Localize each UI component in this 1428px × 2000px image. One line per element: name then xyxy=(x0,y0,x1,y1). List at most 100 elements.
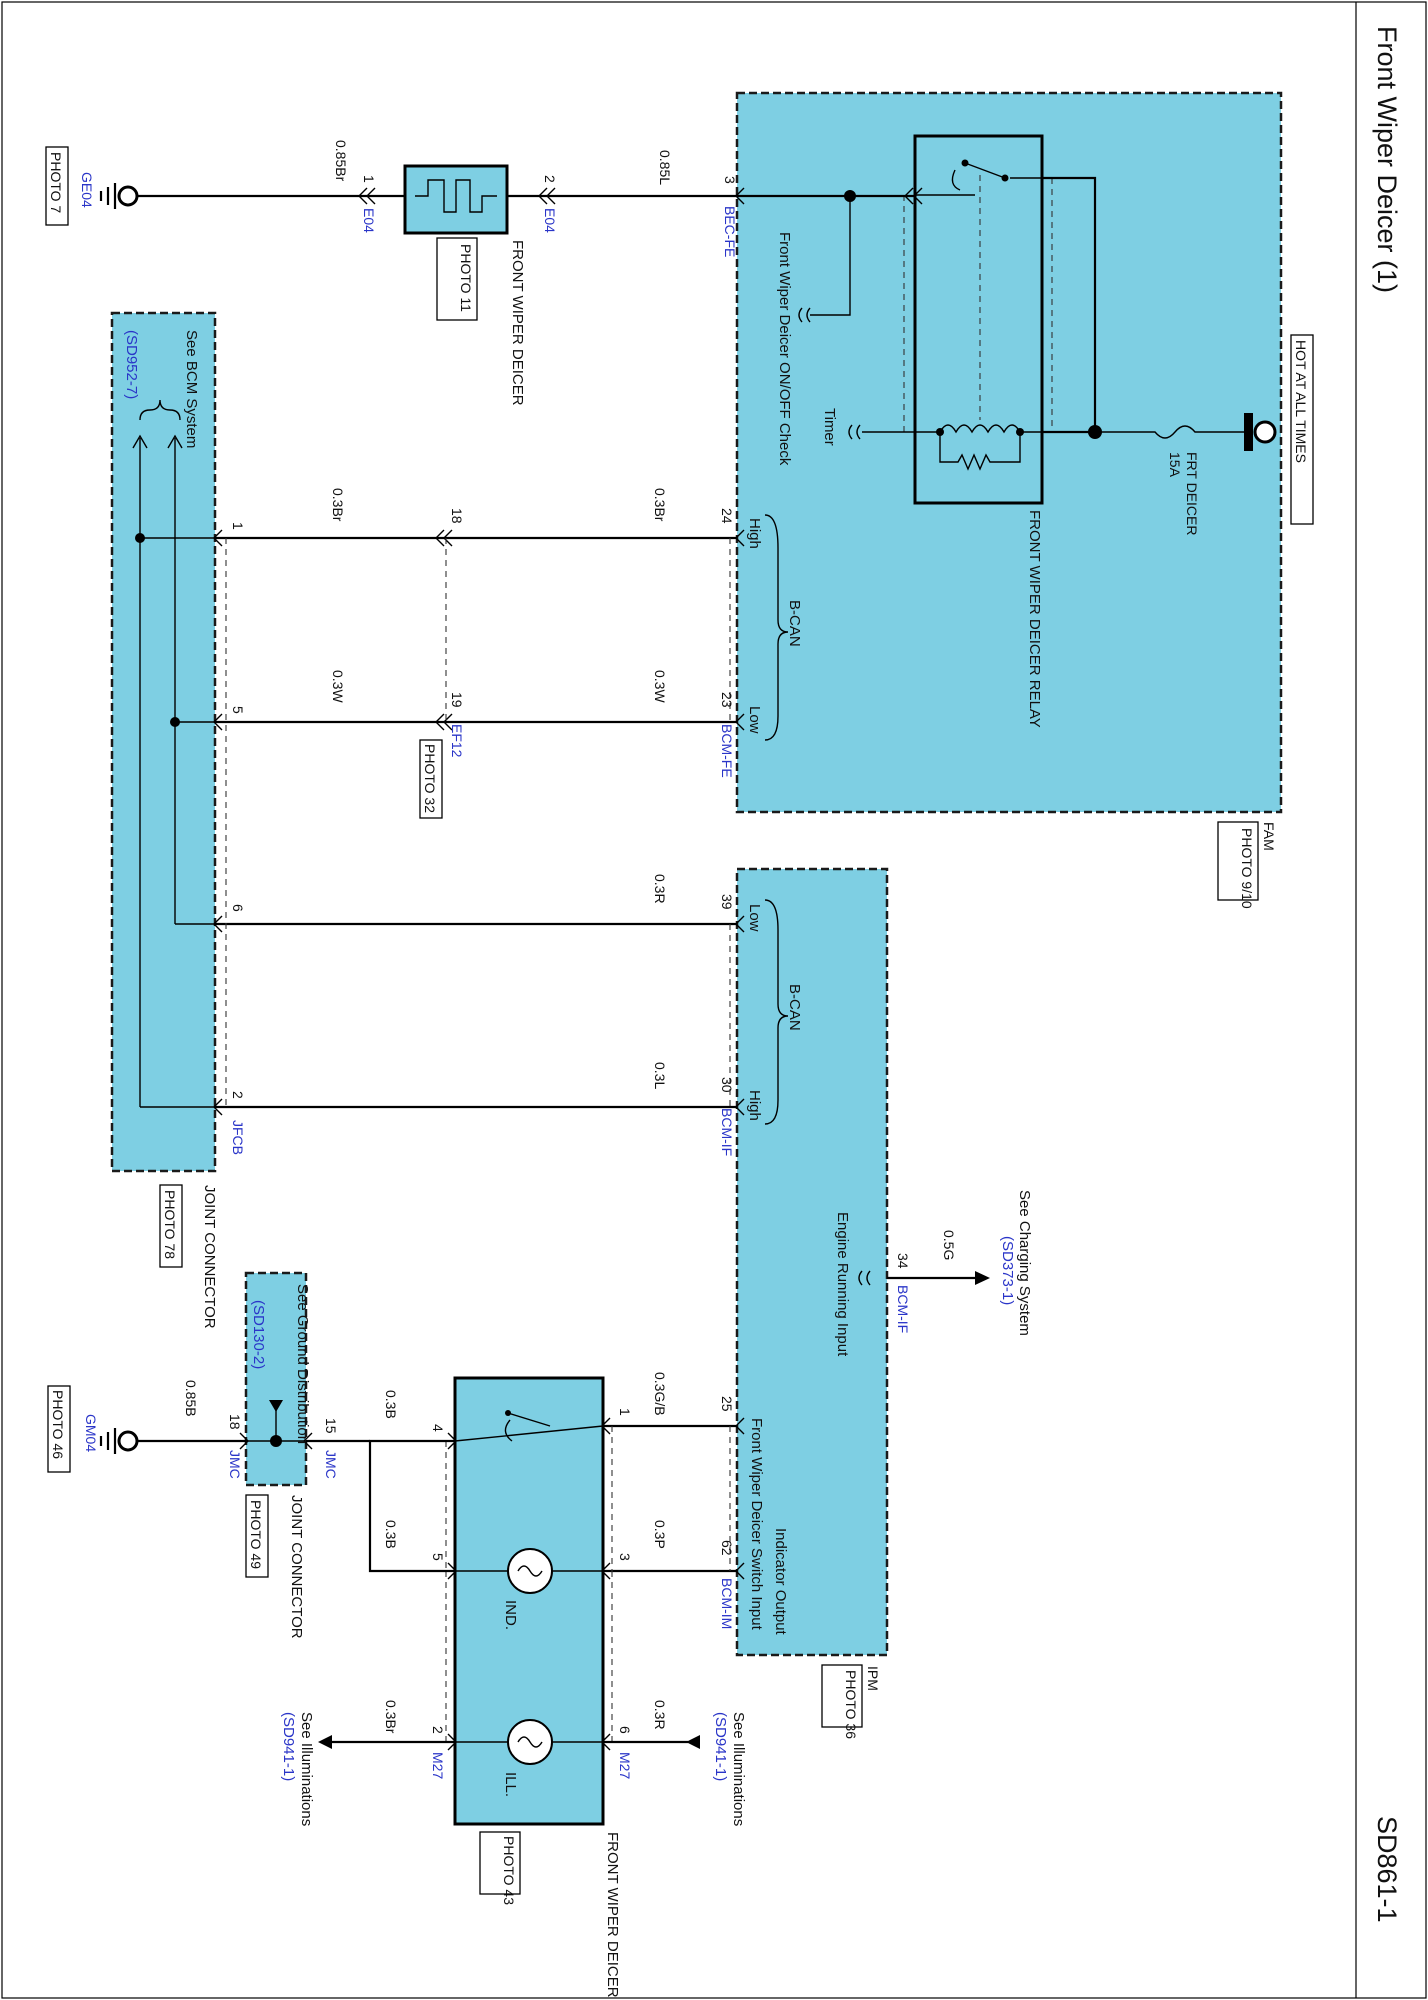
wire-label-03r-ipm: 0.3R xyxy=(652,874,668,904)
pin-bcm-if-39: 39 xyxy=(719,894,735,910)
chevron-relay-left xyxy=(904,187,923,205)
chevron-switch-1 xyxy=(601,1417,611,1435)
pin-jfcb-2: 2 xyxy=(230,1091,246,1099)
chevron-bcm-if-30 xyxy=(735,1098,745,1116)
chevron-ef12-18 xyxy=(435,529,453,547)
onoff-check-lead xyxy=(810,196,851,316)
connector-jfcb: JFCB xyxy=(230,1120,246,1155)
pin-bcm-if-25: 25 xyxy=(719,1396,735,1412)
chevron-ef12-19 xyxy=(435,713,453,731)
fuse-name: FRT DEICER xyxy=(1184,452,1200,536)
wire-label-03b-1: 0.3B xyxy=(383,1390,399,1419)
battery-terminal xyxy=(1253,420,1277,444)
pin-ef12-19: 19 xyxy=(449,692,465,708)
jmc-joint-connector xyxy=(244,1271,308,1487)
bcm-ref-brace xyxy=(139,399,181,421)
wire-label-03b-2: 0.3B xyxy=(383,1520,399,1549)
relay-contact-pivot xyxy=(961,159,969,167)
fam-high-label: High xyxy=(746,518,763,549)
relay-contact-arm xyxy=(964,162,1006,179)
connector-ef12: EF12 xyxy=(449,724,465,758)
wire-label-05g: 0.5G xyxy=(941,1230,957,1260)
pin-e04-1: 1 xyxy=(361,175,377,183)
deicer-photo-box xyxy=(436,237,478,321)
connector-e04-2: E04 xyxy=(542,208,558,233)
ef12-photo: PHOTO 32 xyxy=(422,744,438,813)
wire-label-085br: 0.85Br xyxy=(333,140,349,182)
power-junction xyxy=(1088,425,1102,439)
jfcb-photo-box xyxy=(159,1184,183,1268)
wire-label-085l: 0.85L xyxy=(657,150,673,185)
illum-ref-code-left: (SD941-1) xyxy=(280,1712,297,1781)
fam-module xyxy=(735,91,1283,814)
jmc-ref-arrow xyxy=(269,1400,283,1412)
chevron-bcm-fe-23 xyxy=(735,713,745,731)
pin-bcm-im-62: 62 xyxy=(719,1540,735,1556)
pin-switch-3: 3 xyxy=(617,1553,633,1561)
connector-bec-fe: BEC-FE xyxy=(722,206,738,257)
heater-element xyxy=(415,179,497,213)
wire-label-03w-fam: 0.3W xyxy=(652,670,668,703)
onoff-signal-mark xyxy=(798,307,811,323)
switch-contact xyxy=(507,1412,551,1427)
connector-ge04: GE04 xyxy=(79,172,95,208)
page-code: SD861-1 xyxy=(1372,1816,1402,1923)
ge04-photo-box xyxy=(45,146,69,226)
switch-contact-spring xyxy=(504,1419,513,1442)
pin-bcm-fe-24: 24 xyxy=(719,508,735,524)
connector-bcm-if: BCM-IF xyxy=(719,1108,735,1156)
pin-ef12-18: 18 xyxy=(449,508,465,524)
chevron-jfcb-1 xyxy=(213,529,223,547)
connector-jmc-18: JMC xyxy=(227,1450,243,1479)
ill-label: ILL. xyxy=(502,1772,519,1797)
chevron-bcm-im-62 xyxy=(735,1562,745,1580)
timer-signal-mark xyxy=(848,424,861,440)
switch-input-label: Front Wiper Deicer Switch Input xyxy=(748,1418,765,1631)
pin-bcm-fe-23: 23 xyxy=(719,692,735,708)
pin-switch-1: 1 xyxy=(617,1408,633,1416)
wire-label-03p: 0.3P xyxy=(652,1520,668,1549)
fam-low-label: Low xyxy=(746,706,763,734)
wire-label-03br-fam: 0.3Br xyxy=(652,488,668,522)
bcan-fam-label: B-CAN xyxy=(786,600,803,647)
bcm-ref-text: See BCM System xyxy=(183,330,200,448)
deicer-name: FRONT WIPER DEICER xyxy=(509,240,526,406)
connector-bcm-if-34: BCM-IF xyxy=(895,1285,911,1333)
chevron-e04-1 xyxy=(358,187,376,205)
ipm-high-label: High xyxy=(746,1090,763,1121)
chevron-bcm-if-39 xyxy=(735,915,745,933)
charging-ref-code: (SD373-1) xyxy=(999,1236,1016,1305)
ind-label: IND. xyxy=(502,1600,519,1630)
ipm-photo-box xyxy=(821,1664,863,1728)
chevron-bec-fe-3 xyxy=(735,187,745,205)
deicer-photo: PHOTO 11 xyxy=(458,244,474,312)
pin-bcm-if-34: 34 xyxy=(895,1253,911,1269)
ge04-photo: PHOTO 7 xyxy=(48,152,64,213)
jmc-joint-name: JOINT CONNECTOR xyxy=(288,1495,305,1639)
relay-contact-point xyxy=(1001,174,1009,182)
connector-jmc-15: JMC xyxy=(323,1450,339,1479)
illum-ref-text-left: See Illuminations xyxy=(298,1712,315,1826)
pin-jfcb-5: 5 xyxy=(230,706,246,714)
pin-switch-4: 4 xyxy=(430,1424,446,1432)
pin-jfcb-1: 1 xyxy=(230,522,246,530)
bcan-ipm-label: B-CAN xyxy=(786,984,803,1031)
fam-photo: PHOTO 9/10 xyxy=(1239,828,1255,909)
pin-bcm-if-30: 30 xyxy=(719,1077,735,1093)
timer-label: Timer xyxy=(821,408,838,446)
jfcb-arrow-1 xyxy=(132,434,148,449)
pin-switch-5: 5 xyxy=(430,1553,446,1561)
chevron-jfcb-6 xyxy=(213,915,223,933)
pin-e04-2: 2 xyxy=(542,175,558,183)
chevron-switch-6 xyxy=(601,1733,611,1751)
illum-ref-text-right: See Illuminations xyxy=(730,1712,747,1826)
relay-coil xyxy=(939,424,1021,434)
ground-gm04-terminal xyxy=(117,1430,139,1452)
battery-bar xyxy=(1244,413,1253,451)
wire-label-03l-ipm: 0.3L xyxy=(652,1062,668,1089)
deicer-relay xyxy=(913,134,1044,505)
wire-label-085b: 0.85B xyxy=(183,1380,199,1417)
wire-label-03w-jfcb: 0.3W xyxy=(330,670,346,703)
hot-at-all-times-label: HOT AT ALL TIMES xyxy=(1293,340,1309,463)
connector-bcm-im: BCM-IM xyxy=(719,1578,735,1629)
